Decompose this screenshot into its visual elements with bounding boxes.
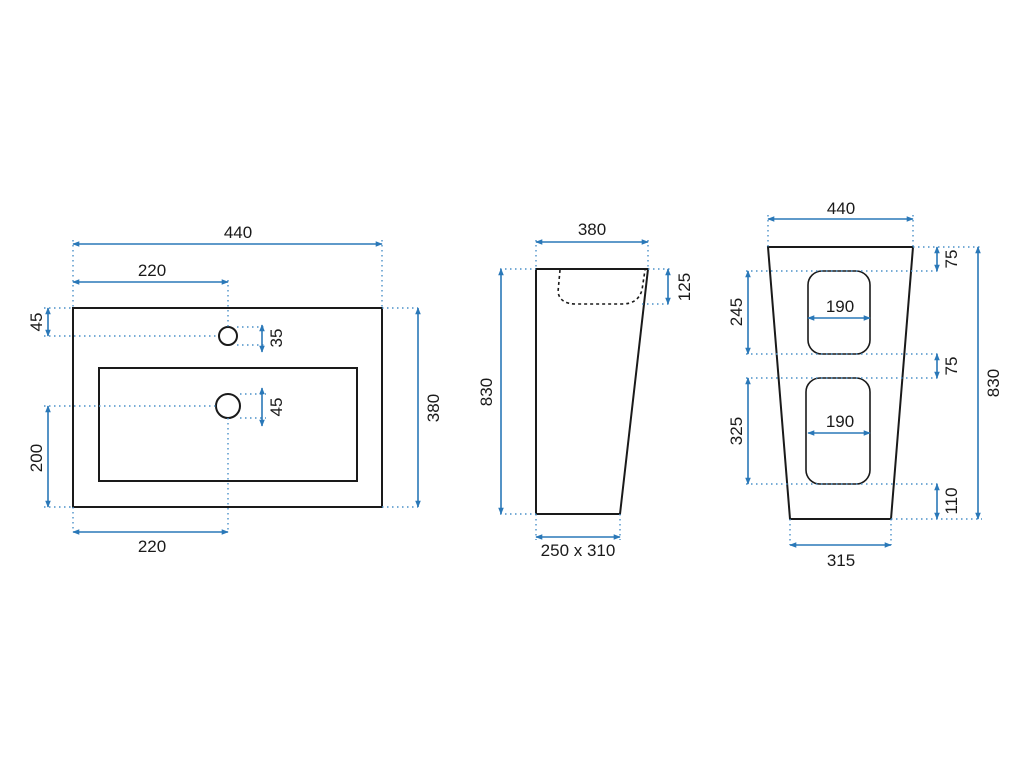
front-view-outline <box>766 246 915 520</box>
bowl-depth-label: 125 <box>675 273 694 301</box>
tap-from-edge-label: 45 <box>27 313 46 332</box>
drain-hole <box>215 393 241 419</box>
upper-niche-outline <box>807 270 871 355</box>
top-depth-label: 380 <box>424 394 443 422</box>
side-view-outline <box>535 268 650 515</box>
front-height-label: 830 <box>984 369 1003 397</box>
top-view-extension-lines <box>44 240 418 532</box>
front-view: 440 75 245 190 75 325 190 110 830 315 <box>727 199 1003 570</box>
tap-offset-label: 220 <box>138 261 166 280</box>
lower-niche-outline <box>805 377 871 485</box>
side-view: 380 125 830 250 x 310 <box>477 220 694 560</box>
side-height-label: 830 <box>477 378 496 406</box>
drain-from-front-label: 200 <box>27 444 46 472</box>
lower-niche-width-label: 190 <box>826 412 854 431</box>
tap-hole <box>218 326 238 346</box>
middle-band-label: 75 <box>942 357 961 376</box>
lower-niche-height-label: 325 <box>727 417 746 445</box>
side-depth-label: 380 <box>578 220 606 239</box>
top-view-outer-outline <box>72 307 383 508</box>
drain-offset-label: 220 <box>138 537 166 556</box>
top-view-basin-outline <box>98 367 358 482</box>
top-band-label: 75 <box>942 250 961 269</box>
top-width-label: 440 <box>224 223 252 242</box>
upper-niche-height-label: 245 <box>727 298 746 326</box>
top-view: 440 220 45 35 45 200 380 220 <box>27 223 443 556</box>
upper-niche-width-label: 190 <box>826 297 854 316</box>
side-view-bowl-hidden-line <box>557 269 646 305</box>
drain-hole-label: 45 <box>267 398 286 417</box>
front-base-label: 315 <box>827 551 855 570</box>
front-width-label: 440 <box>827 199 855 218</box>
bottom-band-label: 110 <box>942 487 961 514</box>
tap-hole-label: 35 <box>267 329 286 348</box>
side-base-label: 250 x 310 <box>541 541 616 560</box>
